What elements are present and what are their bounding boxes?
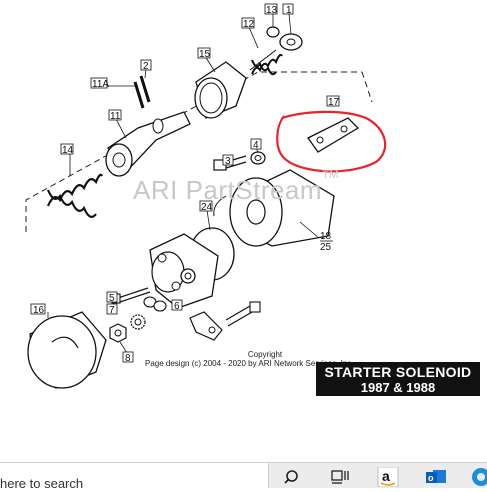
callout-14: 14 [62,145,74,156]
terminal-cap-part[interactable] [149,233,219,309]
nut-part[interactable] [250,151,266,165]
leader-lines [47,13,320,357]
callout-25: 25 [320,242,332,253]
task-view-icon[interactable] [329,467,351,487]
callout-11a: 11A [92,79,109,90]
clip-part[interactable] [189,311,223,341]
callout-15: 15 [199,49,211,60]
edge-icon[interactable] [470,467,487,487]
sleeve-part[interactable] [194,61,247,119]
mounting-bolt-part[interactable] [225,301,261,327]
parts-diagram: 13 1 12 15 2 11A 11 17 14 3 4 24 18 25 [25,3,387,389]
pin-part[interactable] [133,75,151,109]
ring-part[interactable] [266,26,280,38]
callout-24: 24 [201,202,213,213]
search-icon[interactable] [283,467,305,487]
solenoid-housing-part[interactable] [213,169,335,247]
callout-12: 12 [243,19,255,30]
callout-2: 2 [143,61,149,72]
hex-nut-part[interactable] [109,323,127,343]
callout-11: 11 [110,111,121,122]
plunger-spring-part[interactable] [46,173,103,218]
star-washer-part[interactable] [130,314,146,330]
spring-part[interactable] [249,49,283,76]
diagram-title: STARTER SOLENOID [324,364,472,380]
partstream-watermark: ARI PartStreamTM [133,169,339,205]
bracket-part[interactable] [307,117,360,153]
outlook-icon[interactable]: o [425,467,447,487]
diagram-title-box: STARTER SOLENOID 1987 & 1988 [316,362,480,396]
taskbar-search-box[interactable]: here to search [0,463,269,491]
svg-text:o: o [428,473,434,483]
callout-7: 7 [109,305,115,316]
svg-text:a: a [382,468,390,484]
callout-3: 3 [225,156,231,167]
callout-5: 5 [109,293,115,304]
diagram-years: 1987 & 1988 [360,380,436,395]
callout-8: 8 [125,353,131,364]
end-cap-part[interactable] [27,311,107,389]
washer-part[interactable] [279,33,303,51]
lock-washer-part[interactable] [143,296,167,312]
callout-18: 18 [320,231,332,242]
diagram-viewer: 13 1 12 15 2 11A 11 17 14 3 4 24 18 25 [25,3,480,396]
taskbar: here to search a o [0,462,487,491]
copyright-notice: Copyright Page design (c) 2004 - 2020 by… [145,350,354,368]
callout-16: 16 [33,305,45,316]
amazon-icon[interactable]: a [377,466,399,488]
plunger-part[interactable] [105,111,191,177]
highlight-circle [276,110,387,173]
search-placeholder: here to search [0,476,84,491]
callout-4: 4 [253,140,259,151]
callout-1: 1 [286,5,292,16]
callout-17: 17 [328,97,340,108]
callout-labels: 13 1 12 15 2 11A 11 17 14 3 4 24 18 25 [30,3,340,364]
callout-6: 6 [174,301,180,312]
callout-13: 13 [266,5,278,16]
